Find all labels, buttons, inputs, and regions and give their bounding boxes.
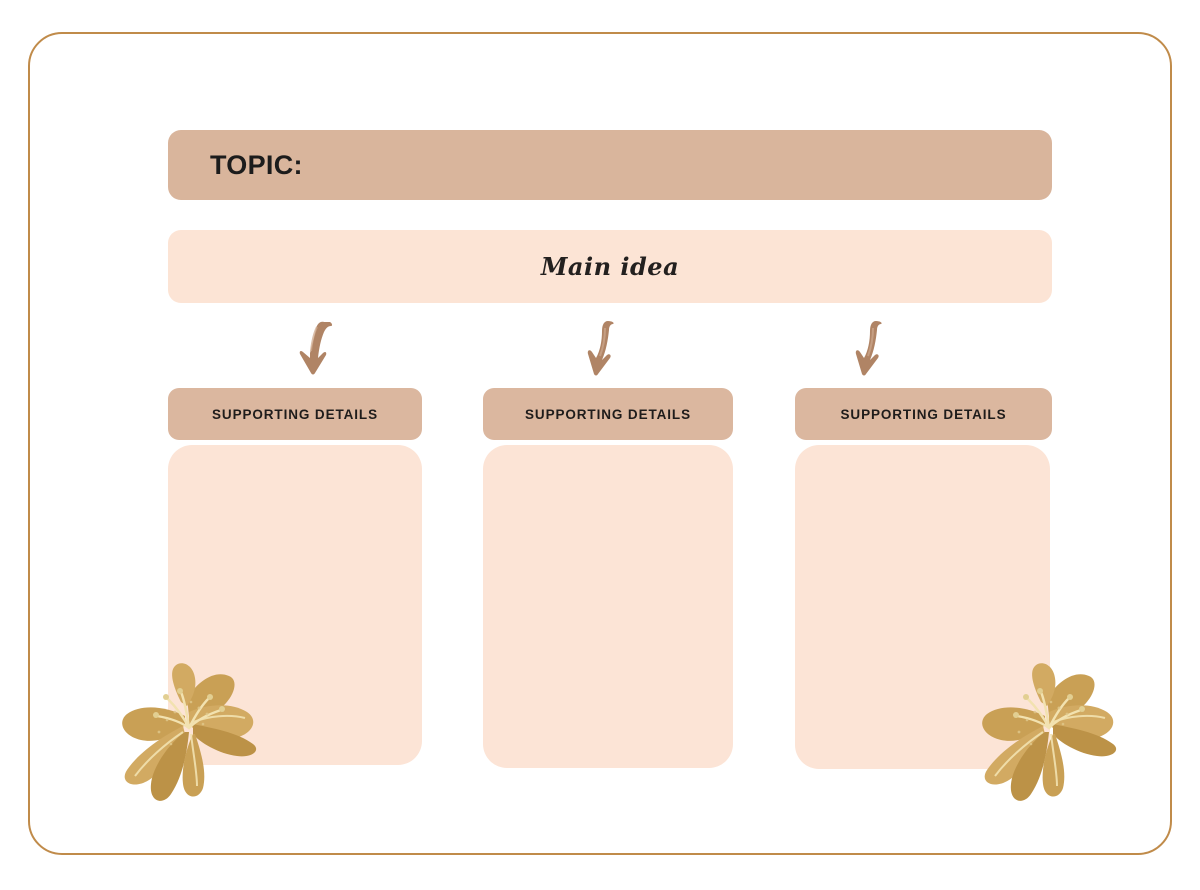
main-idea-bar[interactable]: Main idea: [168, 230, 1052, 303]
supporting-details-write-area[interactable]: [483, 445, 733, 768]
decorative-frame-border: [28, 32, 1172, 855]
supporting-details-label: SUPPORTING DETAILS: [840, 406, 1007, 422]
supporting-details-label: SUPPORTING DETAILS: [212, 406, 378, 422]
main-idea-label: Main idea: [540, 252, 680, 281]
supporting-details-header[interactable]: SUPPORTING DETAILS: [168, 388, 422, 440]
supporting-details-header[interactable]: SUPPORTING DETAILS: [795, 388, 1052, 440]
lily-flower-icon: [103, 658, 271, 810]
topic-bar[interactable]: TOPIC:: [168, 130, 1052, 200]
curved-down-arrow-icon: [290, 318, 348, 380]
supporting-details-label: SUPPORTING DETAILS: [525, 406, 691, 422]
curved-down-arrow-icon: [572, 318, 630, 380]
curved-down-arrow-icon: [840, 318, 898, 380]
topic-label: TOPIC:: [210, 149, 303, 180]
supporting-details-header[interactable]: SUPPORTING DETAILS: [483, 388, 733, 440]
lily-flower-icon: [963, 658, 1131, 810]
